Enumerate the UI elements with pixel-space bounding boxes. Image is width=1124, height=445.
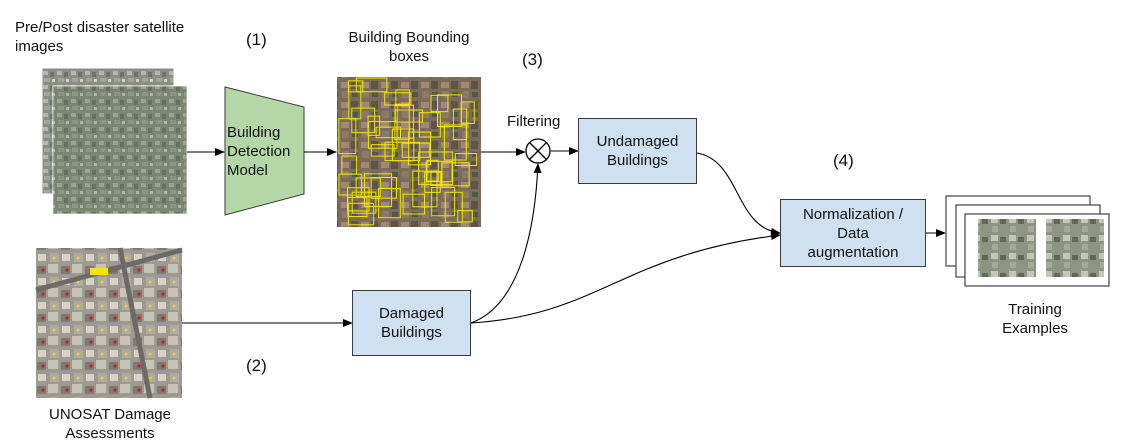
step-4-label: (4) (833, 151, 854, 170)
building-bbox (351, 107, 376, 134)
building-bbox (355, 77, 388, 93)
building-bbox (437, 94, 462, 128)
unosat-label: UNOSAT Damage Assessments (49, 406, 171, 442)
unosat-map-image (35, 247, 183, 399)
building-bbox (431, 187, 456, 217)
building-bbox (378, 188, 401, 219)
training-examples-label: Training Examples (1002, 301, 1068, 337)
building-bbox (424, 171, 441, 193)
building-bbox (367, 121, 398, 149)
building-bbox (402, 193, 426, 215)
building-bbox (457, 210, 473, 223)
bounding-box-image (337, 77, 481, 227)
detection-model-shape (224, 86, 305, 216)
building-bbox (363, 173, 393, 207)
building-bbox (401, 142, 431, 158)
building-bbox (412, 170, 438, 208)
building-bbox (452, 108, 468, 141)
building-bbox (338, 118, 357, 155)
step-2-label: (2) (246, 356, 267, 375)
step-1-label: (1) (246, 30, 267, 49)
undamaged-buildings-box: Undamaged Buildings (578, 118, 697, 184)
building-bbox (351, 191, 377, 214)
building-bbox (355, 177, 381, 198)
building-bbox (395, 89, 410, 107)
satellite-image-front (52, 85, 188, 215)
building-bbox (347, 196, 368, 217)
building-bbox (341, 155, 358, 175)
normalization-box: Normalization / Data augmentation (780, 199, 926, 267)
filtering-label: Filtering (507, 113, 561, 130)
building-bbox (408, 131, 432, 166)
input-images-label: Pre/Post disaster satellite images (15, 19, 185, 55)
building-bbox (347, 202, 375, 226)
building-bbox (418, 112, 441, 138)
building-bbox (444, 191, 463, 223)
bounding-boxes-label: Building Bounding boxes (348, 29, 470, 65)
building-bbox (370, 144, 395, 157)
building-bbox (384, 92, 412, 106)
arrow-undamaged-to-normalization (696, 152, 781, 236)
step-3-label: (3) (522, 50, 543, 69)
building-bbox (454, 153, 478, 166)
building-bbox (418, 151, 454, 185)
filter-operator-icon (525, 138, 551, 164)
building-bbox (348, 85, 362, 120)
connector-arrows (182, 147, 946, 327)
satellite-image-stack (41, 67, 188, 215)
training-examples-stack (945, 195, 1110, 287)
building-bbox (375, 126, 402, 139)
detection-model-label: Building Detection Model (227, 124, 291, 179)
damaged-buildings-box: Damaged Buildings (352, 290, 471, 356)
building-bbox (370, 177, 398, 199)
arrow-damaged-to-filter (470, 163, 542, 324)
arrow-damaged-to-normalization (470, 232, 781, 324)
